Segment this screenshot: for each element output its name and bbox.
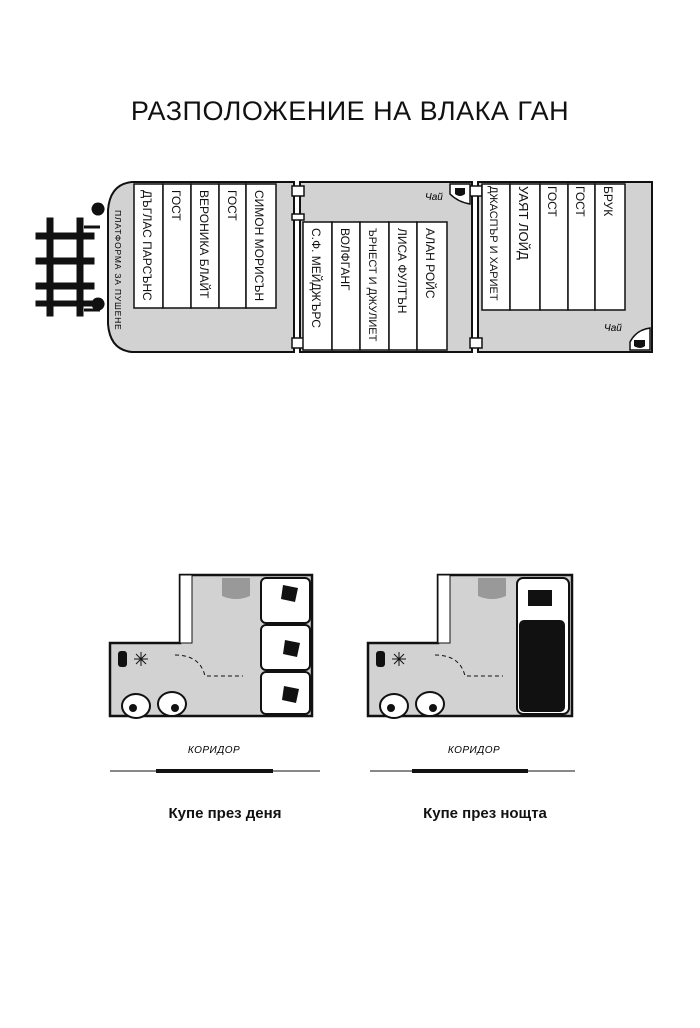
washbasin bbox=[222, 578, 250, 599]
smoking-platform-label: ПЛАТФОРМА ЗА ПУШЕНЕ bbox=[113, 210, 123, 331]
car2-compartment-boxes bbox=[302, 221, 448, 351]
light-icon bbox=[392, 652, 406, 666]
corridor-label: КОРИДОР bbox=[448, 745, 500, 756]
compartment-label: ГОСТ bbox=[169, 190, 183, 221]
compartment-label: УАЯТ ЛОЙД bbox=[516, 186, 531, 260]
compartment-label: ГОСТ bbox=[225, 190, 239, 221]
bed-mattress bbox=[519, 620, 565, 712]
compartment-label: ЪРНЕСТ И ДЖУЛИЕТ bbox=[366, 228, 378, 342]
compartment-label: ВЕРОНИКА БЛАЙТ bbox=[197, 190, 212, 299]
light-icon bbox=[134, 652, 148, 666]
pillow-icon bbox=[528, 590, 552, 606]
compartment-label: ГОСТ bbox=[545, 186, 559, 217]
compartment-label: ГОСТ bbox=[573, 186, 587, 217]
seat bbox=[260, 577, 311, 624]
car3-compartment-boxes bbox=[481, 183, 626, 311]
compartment-label: СИМОН МОРИСЪН bbox=[252, 190, 266, 301]
diagram-title: РАЗПОЛОЖЕНИЕ НА ВЛАКА ГАН bbox=[130, 96, 570, 126]
car-connectors bbox=[291, 185, 483, 349]
door-swing bbox=[434, 654, 503, 677]
tea-cup-icon bbox=[634, 340, 645, 348]
chair bbox=[415, 691, 445, 717]
day-caption: Купе през деня bbox=[168, 805, 282, 822]
compartment-night-plan: КОРИДОР bbox=[366, 573, 575, 773]
compartment-label: С.Ф. МЕЙДЖЪРС bbox=[309, 228, 324, 328]
compartment-label: ВОЛФГАНГ bbox=[338, 228, 352, 291]
tea-label: Чай bbox=[604, 323, 622, 334]
compartment-label: БРУК bbox=[601, 186, 615, 216]
night-caption: Купе през нощта bbox=[423, 805, 547, 822]
compartment-label: ЛИСА ФУЛТЪН bbox=[395, 228, 409, 313]
compartment-label: АЛАН РОЙС bbox=[423, 228, 438, 299]
door-swing bbox=[174, 654, 243, 677]
rail-track bbox=[35, 202, 105, 317]
washbasin bbox=[478, 578, 506, 599]
compartment-label: ДЪГЛАС ПАРСЪНС bbox=[140, 190, 154, 301]
pillow-icon bbox=[281, 585, 298, 602]
compartment-label: ДЖАСПЪР И ХАРИЕТ bbox=[487, 186, 499, 301]
lamp bbox=[118, 651, 127, 667]
tea-station-2: Чай bbox=[604, 323, 651, 351]
pillow-icon bbox=[282, 686, 299, 703]
compartment-day-plan: КОРИДОР bbox=[108, 573, 320, 773]
chair bbox=[157, 691, 187, 717]
corridor-label: КОРИДОР bbox=[188, 745, 240, 756]
pillow-icon bbox=[283, 640, 300, 657]
car1-compartment-boxes bbox=[133, 183, 277, 309]
tea-label: Чай bbox=[425, 192, 443, 203]
tea-station-1: Чай bbox=[425, 183, 471, 205]
tea-cup-icon bbox=[455, 188, 465, 196]
lamp bbox=[376, 651, 385, 667]
